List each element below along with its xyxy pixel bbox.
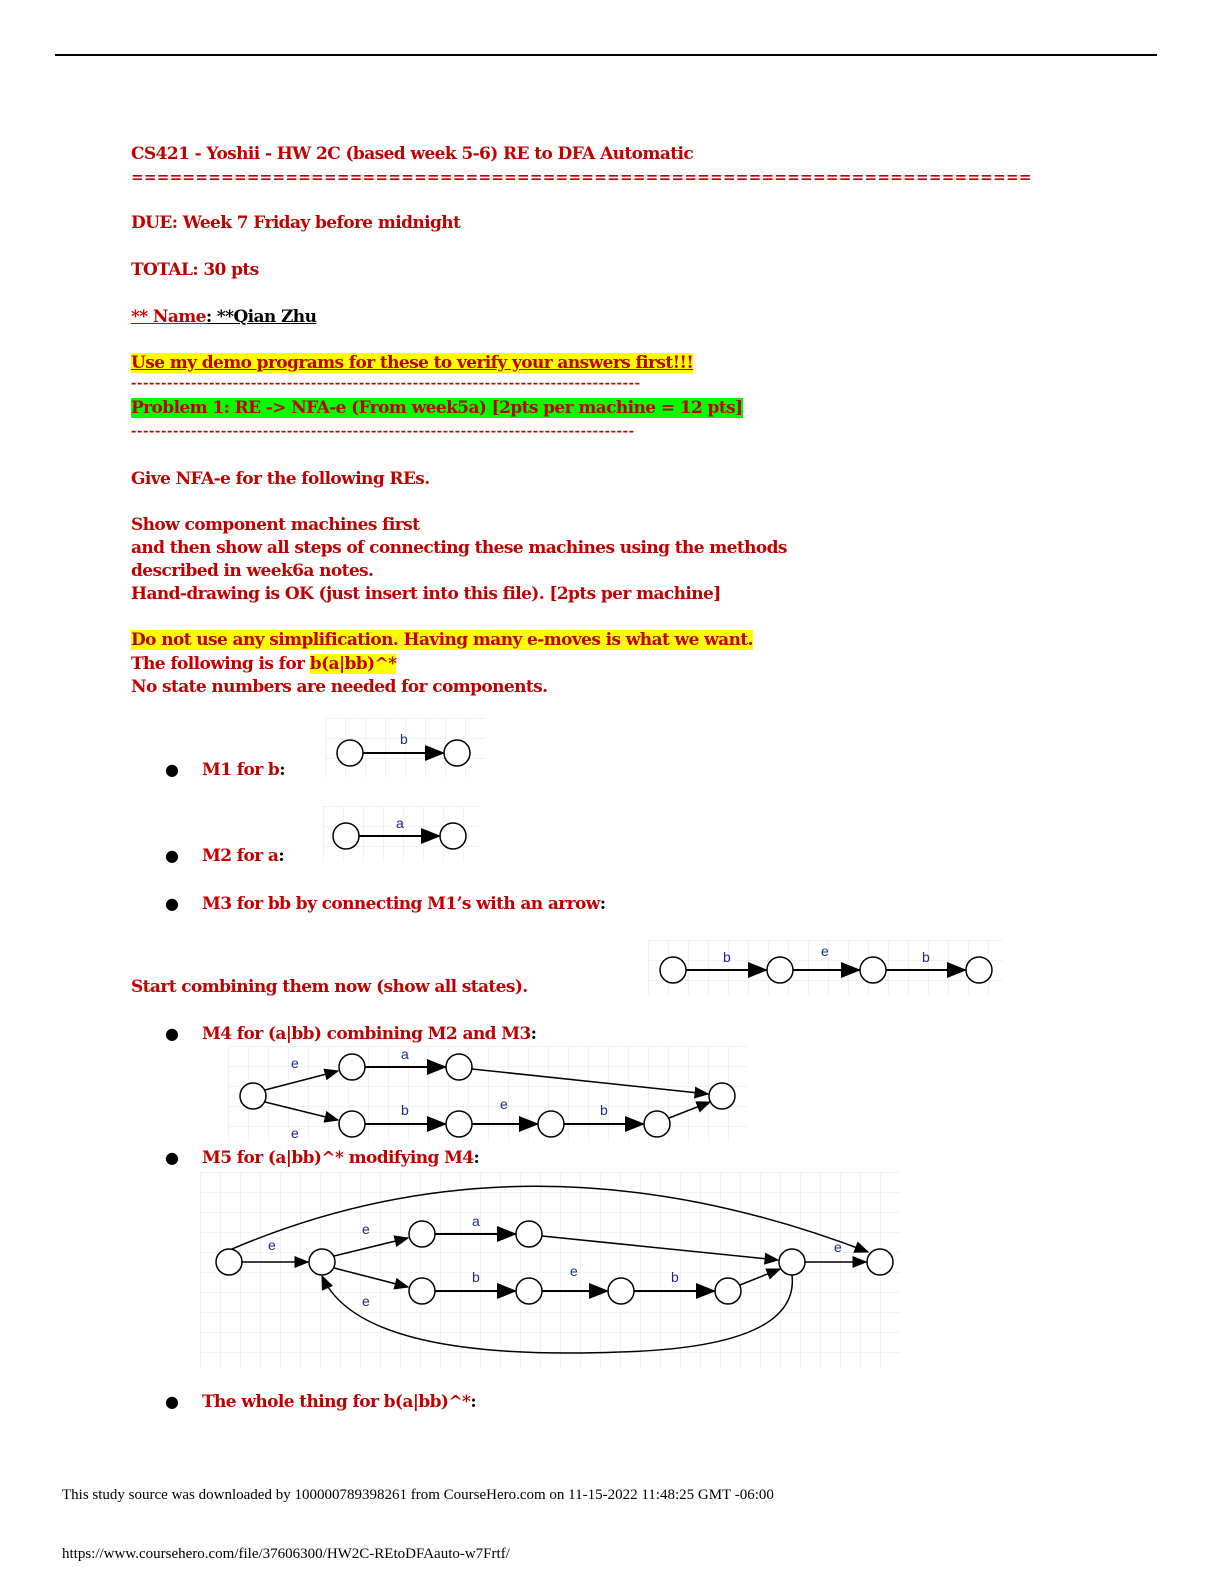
svg-text:b: b (922, 949, 930, 965)
m4-diagram: e e a b e b (228, 1046, 748, 1142)
download-note: This study source was downloaded by 1000… (62, 1487, 774, 1503)
dash-rule-1: ----------------------------------------… (131, 376, 641, 391)
problem1-heading: Problem 1: RE -> NFA-e (From week5a) [2p… (131, 398, 743, 418)
svg-text:b: b (401, 1102, 409, 1118)
svg-text:e: e (291, 1055, 299, 1071)
svg-text:b: b (671, 1269, 679, 1285)
m1-diagram: b (325, 718, 485, 778)
bullet-icon: ● (165, 1148, 179, 1167)
combining-note: Start combining them now (show all state… (131, 977, 528, 997)
m5-diagram: e e e a b e b e (200, 1172, 900, 1368)
svg-text:e: e (291, 1125, 299, 1141)
svg-text:e: e (268, 1237, 276, 1253)
total-points: TOTAL: 30 pts (131, 260, 259, 280)
problem1-heading-text: Problem 1: RE -> NFA-e (From week5a) [2p… (131, 398, 743, 418)
m3-diagram: b e b (648, 940, 1003, 995)
svg-text:b: b (400, 731, 408, 747)
m2-diagram: a (323, 806, 478, 862)
machine-m5-label: M5 for (a|bb)^* modifying M4: (202, 1148, 480, 1168)
instruction-line: described in week6a notes. (131, 561, 374, 581)
svg-text:b: b (472, 1269, 480, 1285)
source-url[interactable]: https://www.coursehero.com/file/37606300… (62, 1546, 510, 1562)
svg-text:e: e (362, 1221, 370, 1237)
svg-text:b: b (600, 1102, 608, 1118)
regex-value: b(a|bb)^* (309, 654, 397, 674)
demo-notice: Use my demo programs for these to verify… (131, 353, 694, 373)
machine-m3-label: M3 for bb by connecting M1’s with an arr… (202, 894, 606, 914)
student-name: Qian Zhu (233, 307, 317, 327)
bullet-icon: ● (165, 894, 179, 913)
machine-m1-label: M1 for b: (202, 760, 285, 780)
bullet-icon: ● (165, 1392, 179, 1411)
instruction-line: Hand-drawing is OK (just insert into thi… (131, 584, 721, 604)
svg-text:e: e (570, 1263, 578, 1279)
bullet-icon: ● (165, 846, 179, 865)
doc-title: CS421 - Yoshii - HW 2C (based week 5-6) … (131, 144, 694, 164)
top-rule (55, 54, 1157, 56)
instruction-line: and then show all steps of connecting th… (131, 538, 787, 558)
bullet-icon: ● (165, 760, 179, 779)
machine-m4-label: M4 for (a|bb) combining M2 and M3: (202, 1024, 537, 1044)
svg-text:a: a (396, 815, 404, 831)
svg-text:a: a (401, 1046, 409, 1062)
instruction-line: Show component machines first (131, 515, 420, 535)
name-label: ** Name (131, 307, 206, 327)
due-date: DUE: Week 7 Friday before midnight (131, 213, 461, 233)
regex-line: The following is for b(a|bb)^* (131, 654, 397, 674)
svg-text:b: b (723, 949, 731, 965)
no-state-numbers-note: No state numbers are needed for componen… (131, 677, 548, 697)
svg-text:a: a (472, 1213, 480, 1229)
name-sep: : ** (205, 307, 234, 327)
demo-notice-text: Use my demo programs for these to verify… (131, 353, 694, 373)
warning-text: Do not use any simplification. Having ma… (131, 630, 754, 650)
whole-machine-label: The whole thing for b(a|bb)^*: (202, 1392, 477, 1412)
bullet-icon: ● (165, 1024, 179, 1043)
warning-line: Do not use any simplification. Having ma… (131, 630, 754, 650)
name-line: ** Name: **Qian Zhu (131, 307, 317, 327)
svg-text:e: e (834, 1239, 842, 1255)
svg-text:e: e (362, 1293, 370, 1309)
dash-rule-2: ----------------------------------------… (131, 424, 635, 439)
regex-prefix: The following is for (131, 654, 310, 674)
title-rule: ========================================… (131, 168, 1032, 186)
instruction-line: Give NFA-e for the following REs. (131, 469, 430, 489)
machine-m2-label: M2 for a: (202, 846, 285, 866)
svg-text:e: e (821, 943, 829, 959)
svg-text:e: e (500, 1096, 508, 1112)
